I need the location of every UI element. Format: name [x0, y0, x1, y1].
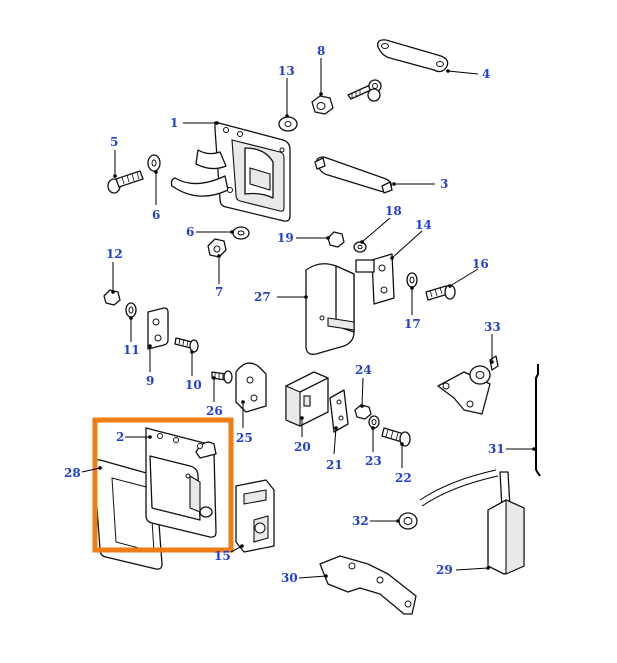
cable — [419, 469, 499, 507]
callout-22: 22 — [395, 471, 412, 485]
part-14-striker-bracket — [355, 253, 395, 305]
callout-5: 5 — [110, 135, 118, 149]
part-3-link-rod — [314, 156, 393, 194]
part-13-washer — [278, 116, 298, 132]
part-5-screw — [107, 170, 144, 194]
callout-8: 8 — [317, 44, 325, 58]
callout-27: 27 — [254, 290, 271, 304]
callout-24: 24 — [355, 363, 372, 377]
part-4-link-rod — [377, 39, 449, 73]
callout-6a: 6 — [152, 208, 160, 222]
part-31-long-rod — [535, 364, 541, 477]
highlight-box — [92, 417, 234, 553]
callout-31: 31 — [488, 442, 505, 456]
callout-11: 11 — [123, 343, 140, 357]
callout-26: 26 — [206, 404, 223, 418]
callout-6b: 6 — [186, 225, 194, 239]
part-33-rotary-catch — [437, 355, 499, 415]
part-6-washer-upper — [147, 154, 161, 172]
part-7-nut — [207, 238, 227, 258]
part-16-bolt — [425, 284, 456, 301]
callout-3: 3 — [440, 177, 448, 191]
part-28-gasket — [93, 459, 163, 570]
part-32-bush — [398, 512, 418, 530]
callout-13: 13 — [278, 64, 295, 78]
callout-numbers: 1 2 3 4 5 6 6 7 8 9 10 11 12 13 14 15 16… — [64, 44, 505, 585]
part-6-washer-lower — [232, 226, 250, 240]
callout-9: 9 — [146, 374, 154, 388]
part-22-bolt — [381, 427, 411, 447]
part-20-hinge-block — [285, 371, 329, 427]
part-15-lock-bracket — [235, 479, 275, 553]
part-19-nut — [327, 231, 345, 248]
callout-2: 2 — [116, 430, 124, 444]
part-17-washer — [406, 272, 418, 288]
callout-25: 25 — [236, 431, 253, 445]
callout-33: 33 — [484, 320, 501, 334]
callout-20: 20 — [294, 440, 311, 454]
callout-12: 12 — [106, 247, 123, 261]
callout-4: 4 — [482, 67, 490, 81]
callout-21: 21 — [326, 458, 343, 472]
callout-17: 17 — [404, 317, 421, 331]
part-25-bracket — [235, 362, 267, 413]
part-23-washer — [368, 415, 380, 429]
callout-28: 28 — [64, 466, 81, 480]
callout-7: 7 — [215, 285, 223, 299]
callout-15: 15 — [214, 549, 231, 563]
part-9-plate — [147, 307, 169, 350]
callout-32: 32 — [352, 514, 369, 528]
callout-29: 29 — [436, 563, 453, 577]
part-10-screw — [174, 337, 199, 353]
part-12-nut — [103, 289, 121, 306]
part-29-actuator — [487, 471, 525, 575]
callout-18: 18 — [385, 204, 402, 218]
part-1-door-latch — [170, 121, 291, 222]
callout-10: 10 — [185, 378, 202, 392]
part-27-striker-block — [305, 263, 355, 355]
callout-19: 19 — [277, 231, 294, 245]
leader-lines — [81, 58, 536, 579]
callout-23: 23 — [365, 454, 382, 468]
part-8-lock-nut — [311, 95, 334, 115]
callout-30: 30 — [281, 571, 298, 585]
part-2-latch-assembly — [145, 427, 217, 538]
part-18-washer — [353, 241, 367, 253]
callout-14: 14 — [415, 218, 432, 232]
key-set — [347, 79, 382, 102]
part-11-washer — [125, 302, 137, 318]
part-26-screw — [211, 370, 233, 384]
callout-1: 1 — [170, 116, 178, 130]
part-21-plate — [329, 389, 349, 433]
part-30-mounting-bracket — [319, 555, 417, 615]
callout-16: 16 — [472, 257, 489, 271]
